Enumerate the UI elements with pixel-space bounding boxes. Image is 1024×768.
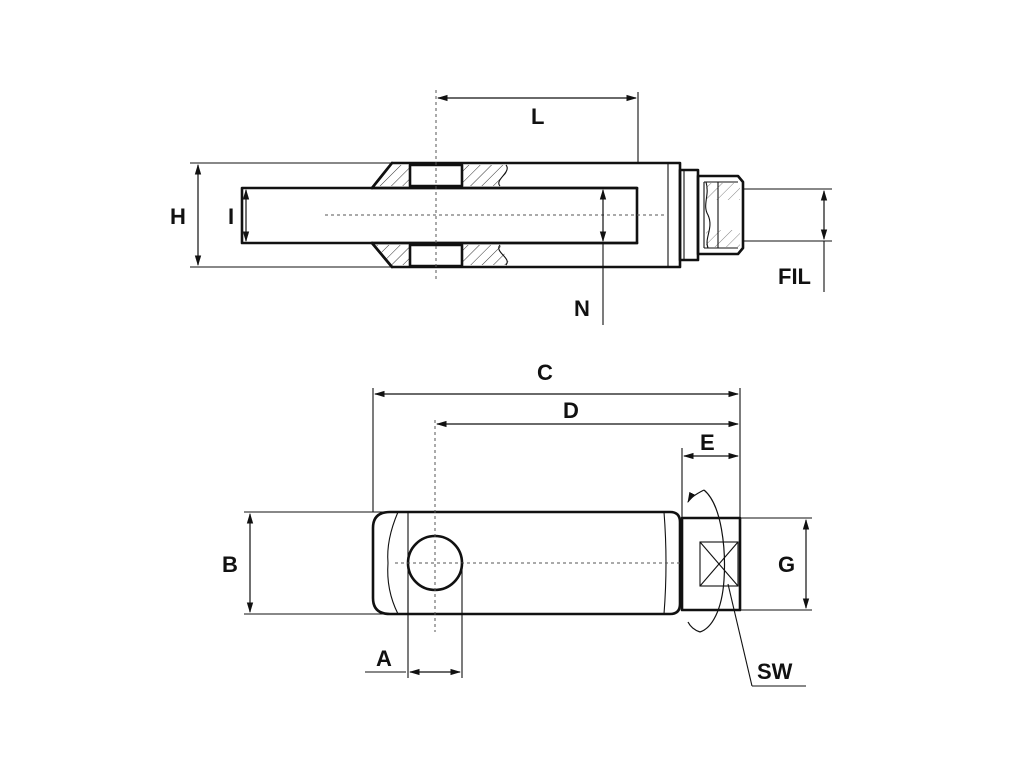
dimension-E: E <box>681 430 740 518</box>
clevis-body-side <box>371 510 742 616</box>
label-A: A <box>376 646 392 671</box>
dimension-H: H <box>170 162 392 268</box>
label-L: L <box>531 104 544 129</box>
top-view: L H I N FIL <box>170 90 832 325</box>
label-C: C <box>537 360 553 385</box>
dimension-A: A <box>365 563 463 678</box>
label-H: H <box>170 204 186 229</box>
clevis-body-top <box>370 161 745 269</box>
dimension-G: G <box>740 517 812 611</box>
label-FIL: FIL <box>778 264 811 289</box>
wrench-end <box>680 516 742 612</box>
tongue-rod <box>240 186 374 245</box>
dimension-I: I <box>228 188 250 243</box>
pin-hole <box>406 534 464 592</box>
dimension-B: B <box>222 511 390 615</box>
label-G: G <box>778 552 795 577</box>
dimension-FIL: FIL <box>743 188 832 292</box>
label-SW: SW <box>757 659 793 684</box>
dimension-C: C <box>372 360 741 518</box>
bottom-view: C D E B G <box>222 360 812 687</box>
dimension-N: N <box>574 188 607 325</box>
label-E: E <box>700 430 715 455</box>
dimension-D: D <box>435 398 740 428</box>
dimension-SW: SW <box>687 489 806 687</box>
label-B: B <box>222 552 238 577</box>
label-I: I <box>228 204 234 229</box>
label-D: D <box>563 398 579 423</box>
dimension-L: L <box>436 92 639 163</box>
label-N: N <box>574 296 590 321</box>
